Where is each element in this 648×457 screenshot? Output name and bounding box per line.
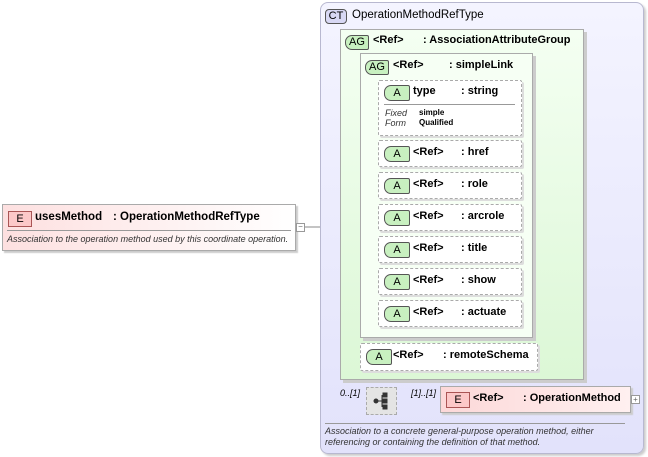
attribute-badge: A — [384, 242, 410, 258]
ct-badge: CT — [325, 9, 347, 24]
attribute-badge: A — [384, 274, 410, 290]
attribute-badge: A — [384, 85, 410, 101]
ref-label: <Ref> — [393, 59, 424, 71]
ref-label: <Ref> — [413, 306, 444, 318]
element-name: usesMethod — [35, 211, 103, 223]
divider — [325, 423, 625, 424]
ag-name: : simpleLink — [449, 59, 514, 71]
attribute-href[interactable]: A<Ref> : href — [378, 140, 522, 167]
attribute-remote-schema[interactable]: A <Ref> : remoteSchema — [360, 343, 538, 371]
element-uses-method[interactable]: E usesMethod : OperationMethodRefType As… — [2, 204, 296, 251]
ag-name: : AssociationAttributeGroup — [423, 34, 571, 46]
attribute-type[interactable]: A type : string Fixed simple Form Qualif… — [378, 80, 522, 136]
attribute-badge: A — [384, 146, 410, 162]
element-badge: E — [446, 392, 470, 408]
attribute-name: : role — [461, 178, 488, 190]
attribute-name: type — [413, 85, 436, 97]
attribute-show[interactable]: A<Ref> : show — [378, 268, 522, 295]
attribute-badge: A — [366, 349, 392, 365]
element-badge: E — [8, 211, 32, 227]
ref-label: <Ref> — [413, 210, 444, 222]
attribute-type-value: : string — [461, 85, 499, 97]
ag-badge: AG — [345, 35, 369, 50]
collapse-icon[interactable]: − — [296, 223, 305, 232]
attribute-role[interactable]: A<Ref> : role — [378, 172, 522, 199]
ref-label: <Ref> — [413, 146, 444, 158]
divider — [384, 104, 515, 105]
attribute-badge: A — [384, 210, 410, 226]
element-doc: Association to the operation method used… — [7, 234, 289, 244]
ag-badge: AG — [365, 60, 389, 75]
element-operation-method[interactable]: E <Ref> : OperationMethod — [440, 386, 631, 413]
attribute-name: : actuate — [461, 306, 507, 318]
attribute-arcrole[interactable]: A<Ref> : arcrole — [378, 204, 522, 231]
element-name: : OperationMethod — [523, 392, 621, 404]
fixed-label: Fixed — [385, 108, 408, 118]
sequence-occurs: 0..[1] — [340, 388, 361, 398]
attribute-name: : show — [461, 274, 496, 286]
attribute-badge: A — [384, 178, 410, 194]
ref-label: <Ref> — [413, 178, 444, 190]
ref-label: <Ref> — [413, 274, 444, 286]
divider — [7, 230, 291, 231]
ref-label: <Ref> — [413, 242, 444, 254]
attribute-name: : href — [461, 146, 489, 158]
attribute-name: : arcrole — [461, 210, 505, 222]
ref-label: <Ref> — [393, 349, 424, 361]
element-type: : OperationMethodRefType — [113, 211, 260, 223]
ct-name: OperationMethodRefType — [352, 9, 484, 21]
element-occurs: [1]..[1] — [411, 388, 437, 398]
attribute-name: : remoteSchema — [443, 349, 529, 361]
form-label: Form — [385, 118, 406, 128]
ct-doc: Association to a concrete general-purpos… — [325, 426, 594, 447]
attribute-badge: A — [384, 306, 410, 322]
ref-label: <Ref> — [373, 34, 404, 46]
form-value: Qualified — [419, 118, 454, 127]
attribute-actuate[interactable]: A<Ref> : actuate — [378, 300, 522, 327]
ref-label: <Ref> — [473, 392, 504, 404]
attribute-name: : title — [461, 242, 488, 254]
fixed-value: simple — [419, 108, 445, 117]
expand-icon[interactable]: + — [631, 395, 640, 404]
attribute-title[interactable]: A<Ref> : title — [378, 236, 522, 263]
sequence-icon[interactable] — [366, 387, 397, 415]
